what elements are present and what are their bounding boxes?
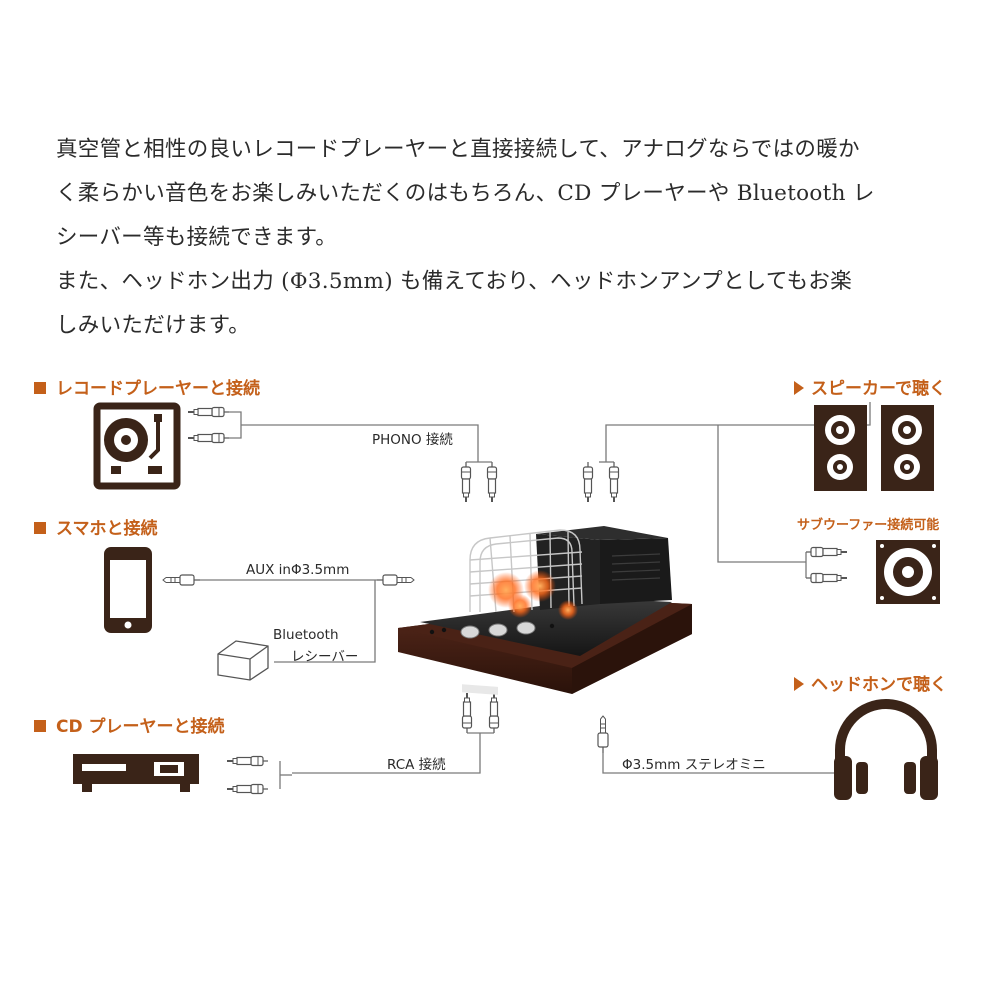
cd-player-icon xyxy=(73,754,199,792)
subwoofer-icon xyxy=(876,540,940,604)
speaker-icon xyxy=(881,405,934,491)
smartphone-icon xyxy=(104,547,152,633)
speaker-icon xyxy=(814,405,867,491)
tube-amplifier-image xyxy=(398,526,692,695)
record-player-icon xyxy=(97,406,177,486)
bluetooth-receiver-icon xyxy=(218,641,268,680)
headphones-icon xyxy=(834,704,938,800)
